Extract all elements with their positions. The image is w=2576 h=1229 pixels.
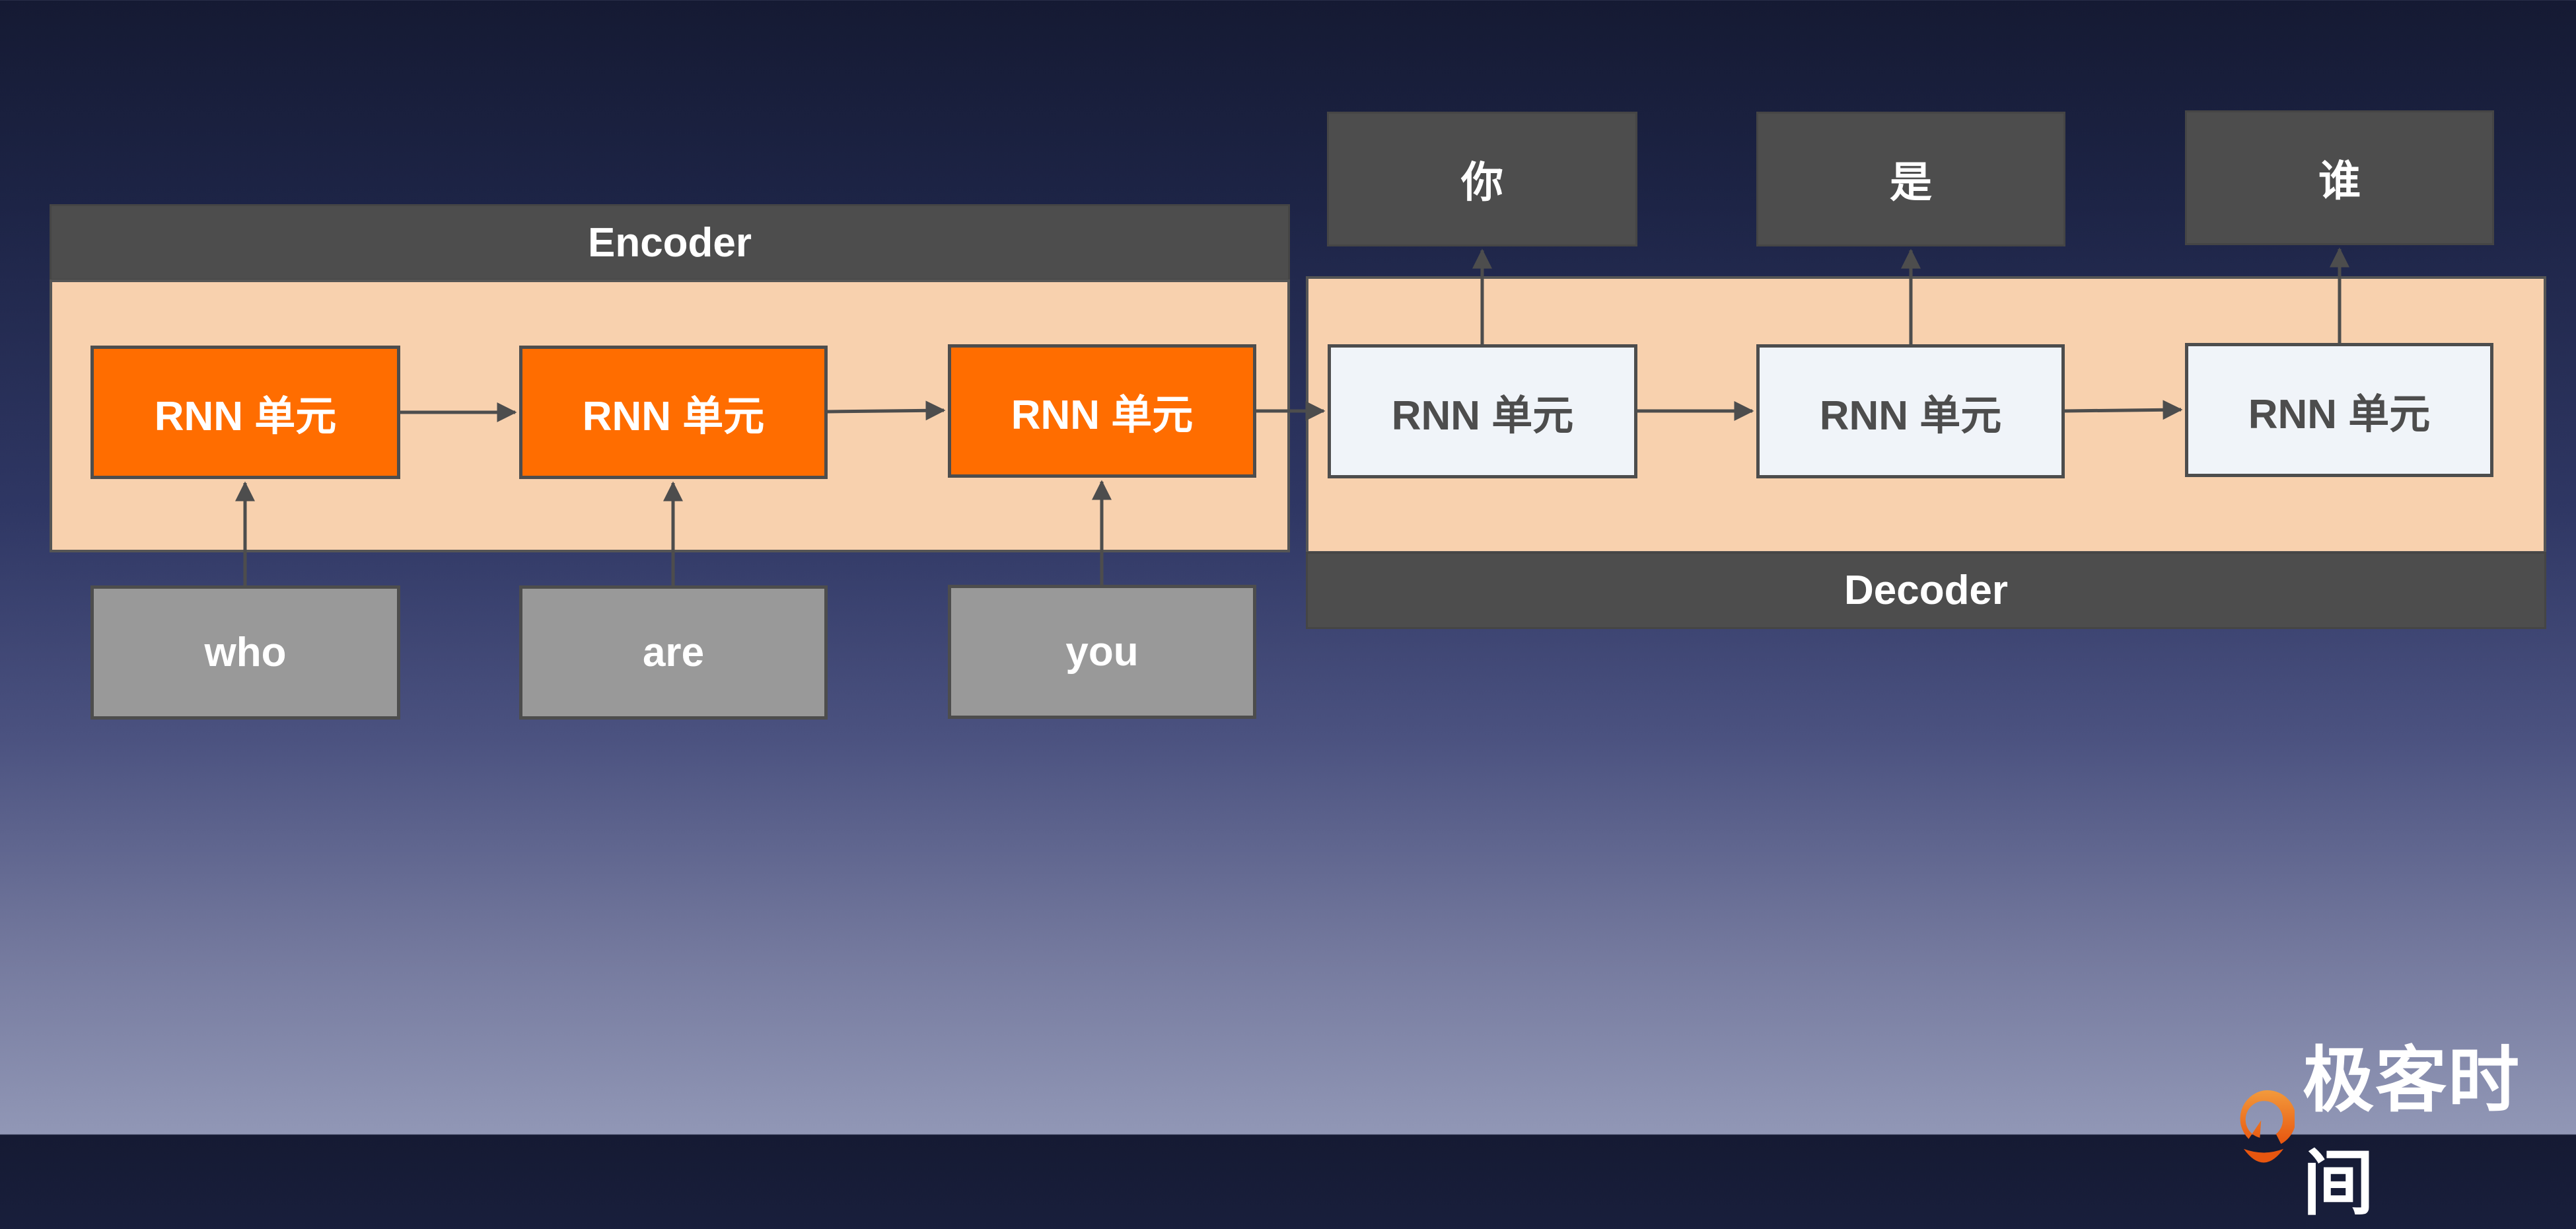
input-token-who: who bbox=[90, 585, 400, 720]
decoder-rnn-cell-3: RNN 单元 bbox=[2185, 343, 2493, 477]
decoder-footer: Decoder bbox=[1306, 552, 2546, 629]
connector-arrows bbox=[235, 247, 2349, 585]
arrow-dec-2-3 bbox=[2064, 400, 2183, 420]
encoder-rnn-cell-3: RNN 单元 bbox=[948, 344, 1256, 478]
encoder-rnn-cell-1: RNN 单元 bbox=[90, 346, 400, 479]
token-label: 谁 bbox=[2318, 157, 2361, 205]
cell-label: RNN 单元 bbox=[1819, 392, 2002, 439]
cell-label: RNN 单元 bbox=[582, 394, 765, 439]
output-token-1: 你 bbox=[1327, 112, 1637, 246]
encoder-title: Encoder bbox=[587, 219, 752, 266]
token-label: you bbox=[1065, 629, 1139, 675]
input-token-are: are bbox=[519, 585, 828, 720]
brand-logo-text: 极客时间 bbox=[2303, 1040, 2521, 1223]
output-token-2: 是 bbox=[1756, 112, 2065, 246]
decoder-rnn-cell-2: RNN 单元 bbox=[1756, 344, 2065, 478]
token-label: are bbox=[642, 630, 705, 675]
cell-label: RNN 单元 bbox=[154, 394, 337, 439]
decoder-title: Decoder bbox=[1843, 568, 2009, 613]
output-token-3: 谁 bbox=[2185, 110, 2494, 245]
token-label: who bbox=[204, 630, 287, 675]
cell-label: RNN 单元 bbox=[2248, 391, 2431, 437]
decoder-rnn-cell-1: RNN 单元 bbox=[1328, 344, 1637, 478]
cell-label: RNN 单元 bbox=[1391, 392, 1574, 439]
arrow-enc-2-3 bbox=[827, 400, 946, 421]
encoder-header: Encoder bbox=[50, 204, 1290, 281]
token-label: 是 bbox=[1890, 159, 1932, 206]
input-token-you: you bbox=[948, 585, 1256, 719]
brand-logo: 极客时间 bbox=[2233, 1023, 2576, 1229]
encoder-rnn-cell-2: RNN 单元 bbox=[519, 346, 828, 479]
cell-label: RNN 单元 bbox=[1011, 392, 1194, 438]
token-label: 你 bbox=[1461, 159, 1503, 206]
brand-logo-icon bbox=[2240, 1090, 2295, 1163]
